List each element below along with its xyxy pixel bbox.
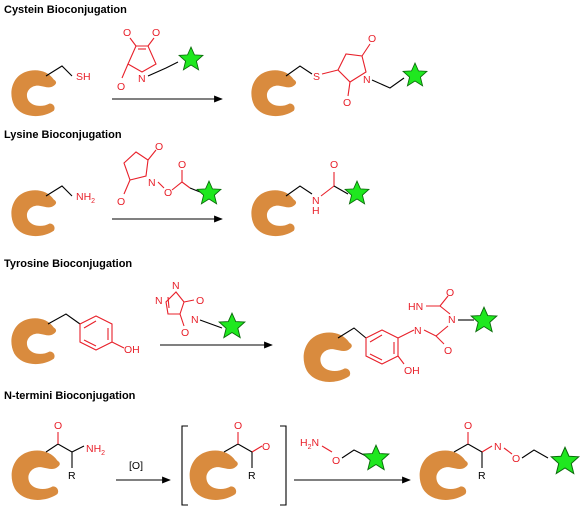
o-label: O: [512, 453, 520, 465]
o-label: O: [155, 141, 163, 153]
nh2-label: NH2: [76, 191, 95, 205]
sh-label: SH: [76, 71, 91, 83]
o-label: O: [123, 27, 131, 39]
title-cystein: Cystein Bioconjugation: [4, 4, 127, 16]
n-label: N: [191, 314, 199, 326]
tyrosine-product: OH N HN N O O: [303, 287, 498, 382]
o-label: O: [343, 97, 351, 109]
o-label: O: [446, 287, 454, 299]
o-label: O: [181, 327, 189, 339]
r-label: R: [68, 470, 76, 482]
label-star-icon: [470, 306, 498, 333]
lysine-reactant-protein: NH2: [11, 185, 95, 237]
label-star-icon: [362, 444, 390, 471]
n-label: N: [494, 441, 502, 453]
label-star-icon: [218, 312, 246, 339]
nh2-label: NH2: [86, 443, 105, 457]
n-label: N: [155, 295, 163, 307]
h-label: H: [312, 205, 320, 217]
n-label: N: [172, 280, 180, 292]
s-label: S: [313, 71, 320, 83]
ptad-reagent: O O N N N: [155, 280, 246, 339]
oh-label: OH: [124, 344, 140, 356]
oxime-product: O N O R: [419, 420, 580, 500]
r-label: R: [478, 470, 486, 482]
n-label: N: [138, 73, 146, 85]
n-label: N: [414, 325, 422, 337]
title-lysine: Lysine Bioconjugation: [4, 129, 122, 141]
o-label: O: [234, 420, 242, 432]
tyrosine-reactant-protein: OH: [11, 313, 140, 365]
cystein-product: S O O N: [251, 33, 428, 117]
hn-label: HN: [408, 301, 423, 313]
cystein-reactant-protein: SH: [11, 65, 91, 117]
o-label: O: [368, 33, 376, 45]
o-label: O: [262, 441, 270, 453]
label-star-icon: [178, 46, 204, 71]
aminooxy-reagent: H2N O: [300, 437, 390, 471]
n-label: N: [448, 314, 456, 326]
o-label: O: [444, 345, 452, 357]
o-label: O: [330, 159, 338, 171]
o-label: O: [117, 81, 125, 93]
title-tyrosine: Tyrosine Bioconjugation: [4, 258, 132, 270]
n-label: N: [312, 195, 320, 207]
r-label: R: [248, 470, 256, 482]
o-label: O: [332, 455, 340, 467]
o-label: O: [54, 420, 62, 432]
ntermini-reactant-protein: O NH2 R: [11, 420, 105, 500]
lysine-product: N H O: [251, 159, 370, 237]
oxidation-label: [O]: [129, 460, 143, 472]
o-label: O: [117, 196, 125, 208]
label-star-icon: [550, 446, 580, 474]
nhs-ester-reagent: O O N O O: [117, 141, 222, 208]
o-label: O: [152, 27, 160, 39]
o-label: O: [178, 159, 186, 171]
title-ntermini: N-termini Bioconjugation: [4, 390, 136, 402]
oh-label: OH: [404, 365, 420, 377]
label-star-icon: [402, 62, 428, 87]
o-label: O: [164, 187, 172, 199]
label-star-icon: [344, 180, 370, 205]
o-label: O: [464, 420, 472, 432]
maleimide-reagent: O O O N: [117, 27, 204, 93]
bracket-intermediate: O O R: [181, 420, 287, 506]
n-label: N: [363, 74, 371, 86]
n-label: N: [148, 177, 156, 189]
h2n-label: H2N: [300, 437, 319, 451]
o-label: O: [196, 295, 204, 307]
label-star-icon: [196, 180, 222, 205]
